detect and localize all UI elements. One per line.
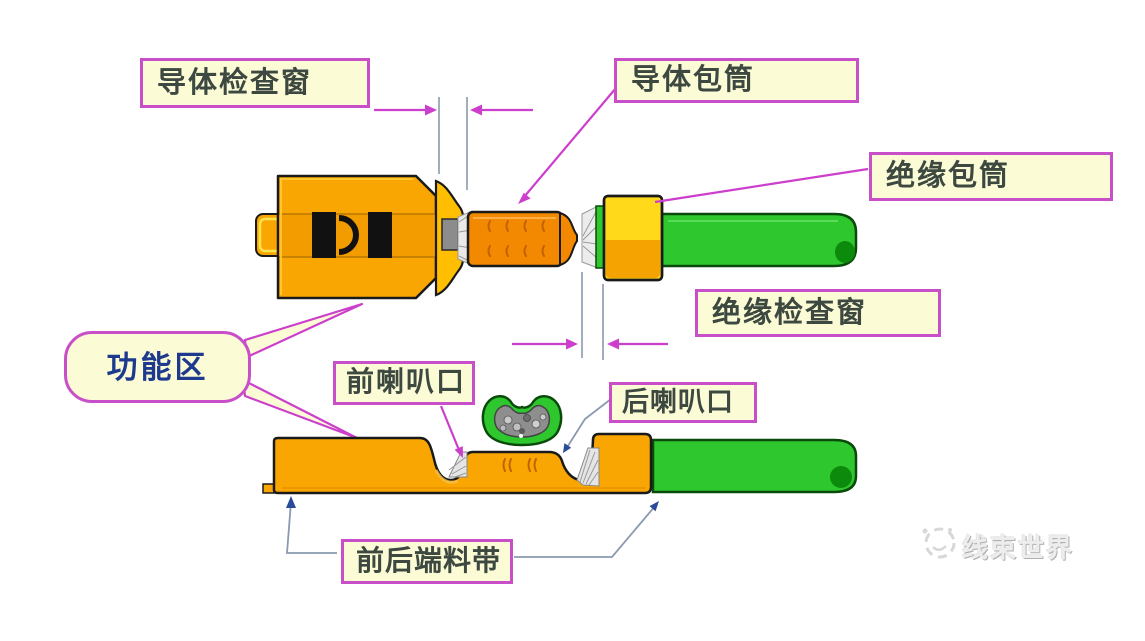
terminal-side-view: [262, 432, 858, 495]
label-insulation-inspection-window: 绝缘检查窗: [695, 289, 941, 337]
watermark-logo: [922, 527, 956, 559]
terminal-top-view: [255, 174, 858, 300]
rear-bell-mouth-arrow: [563, 398, 612, 453]
contact-detent: [338, 215, 359, 255]
rear-bell-mouth-strands: [576, 447, 600, 487]
label-rear-bell-mouth: 后喇叭口: [609, 382, 757, 423]
front-bell-mouth-strands: [448, 451, 468, 478]
label-front-bell-mouth: 前喇叭口: [333, 361, 475, 405]
front-bell-mouth-arrow: [439, 405, 463, 458]
wire-end-shadow: [835, 241, 855, 263]
wire-end-shadow: [830, 466, 852, 488]
label-conductor-inspection-window: 导体检查窗: [140, 58, 370, 108]
label-function-zone: 功能区: [64, 331, 251, 403]
contact-window: [368, 212, 392, 258]
watermark-text: 线束世界: [962, 533, 1075, 563]
contact-window: [312, 212, 336, 258]
carrier-strip-arrows: [286, 496, 659, 558]
label-insulation-barrel: 绝缘包筒: [869, 152, 1113, 201]
crimp-cross-section: [481, 395, 563, 447]
label-front-rear-carrier-strip: 前后端料带: [341, 539, 513, 584]
conductor-window-dimension-lines: [374, 97, 533, 190]
label-conductor-barrel: 导体包筒: [614, 58, 859, 103]
insulation-barrel-leader-line: [654, 167, 869, 204]
insulation-window-dimension-lines: [512, 272, 668, 360]
conductor-barrel-leader-arrow: [518, 87, 617, 204]
